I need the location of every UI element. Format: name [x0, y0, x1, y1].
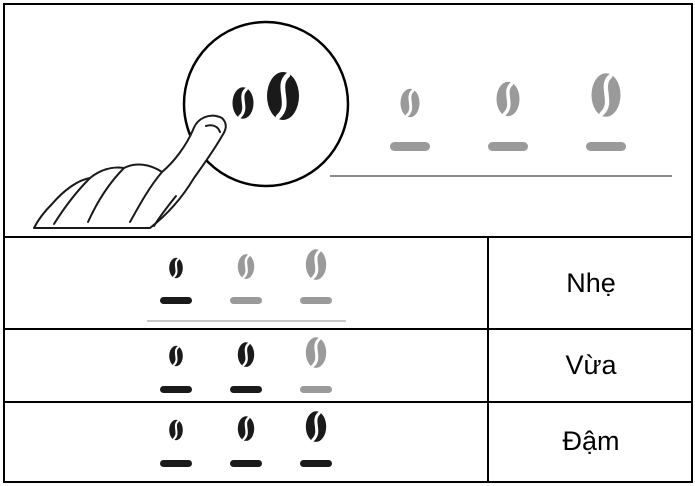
level-bar: [230, 460, 262, 467]
level-bar: [230, 386, 262, 393]
strength-button: [390, 87, 430, 151]
level-bar: [160, 460, 192, 467]
strength-label-medium: Vừa: [565, 350, 617, 380]
level-bar: [160, 297, 192, 304]
coffee-bean-icon: [168, 344, 184, 368]
strength-button: [488, 80, 528, 151]
strength-rows: [147, 247, 346, 467]
coffee-bean-icon: [399, 87, 421, 119]
table-grid: [3, 3, 693, 483]
level-bar: [300, 460, 332, 467]
level-bar: [488, 142, 528, 151]
strength-row: [147, 247, 346, 322]
coffee-bean-icon: [168, 418, 184, 442]
level-bar: [390, 142, 430, 151]
coffee-bean-icon: [304, 409, 328, 444]
coffee-bean-icon: [236, 341, 256, 369]
coffee-bean-icon: [236, 253, 256, 281]
coffee-bean-icon: [304, 335, 328, 370]
level-bar: [160, 386, 192, 393]
magnifier-circle: [182, 20, 350, 188]
strength-row: [160, 335, 332, 393]
strength-label-light: Nhẹ: [566, 268, 616, 298]
illustration-panel: [33, 20, 672, 229]
strength-row: [160, 409, 332, 467]
coffee-bean-icon: [592, 73, 621, 117]
coffee-bean-icon: [304, 247, 328, 282]
level-bar: [300, 297, 332, 304]
coffee-bean-icon: [267, 72, 299, 120]
coffee-bean-icon: [230, 85, 256, 121]
level-bar: [300, 386, 332, 393]
coffee-bean-icon: [494, 80, 522, 118]
level-bar: [230, 297, 262, 304]
coffee-bean-icon: [168, 256, 184, 280]
strength-button: [586, 73, 626, 151]
level-bar: [586, 142, 626, 151]
coffee-bean-icon: [236, 415, 256, 443]
pointing-hand-icon: [33, 114, 227, 229]
strength-label-strong: Đậm: [562, 426, 620, 456]
